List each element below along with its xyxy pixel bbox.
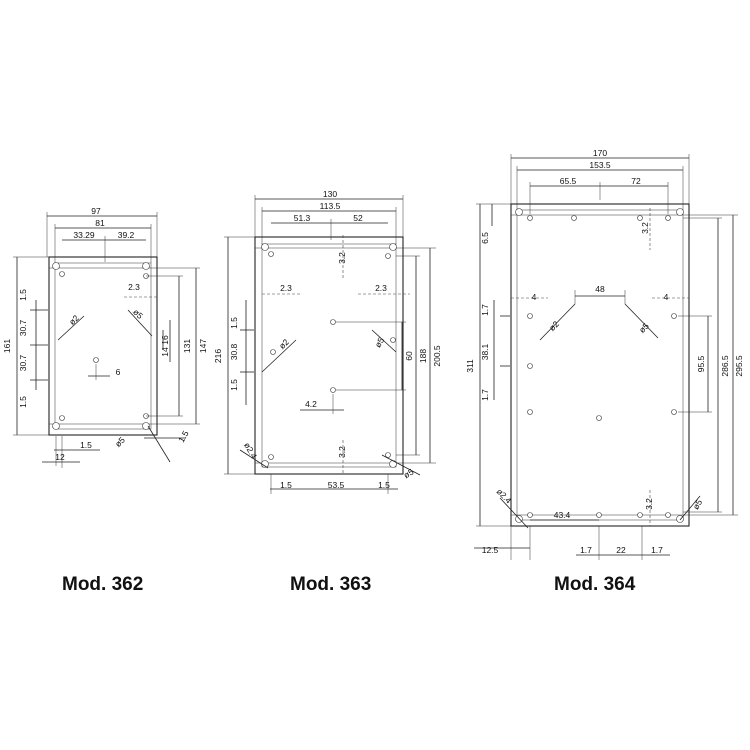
dim-height-overall: 161 — [2, 339, 12, 353]
dim-offset-left: 2.3 — [280, 283, 292, 293]
dim-offset-right: 2.3 — [375, 283, 387, 293]
dim-bottom-left: 1.5 — [280, 480, 292, 490]
mod-363-caption: Mod. 363 — [290, 574, 372, 595]
dim-side-1: 1.7 — [480, 304, 490, 316]
dim-side-3: 30.7 — [18, 354, 28, 371]
mounting-hole — [142, 422, 150, 430]
dim-side-1: 1.5 — [18, 289, 28, 301]
dim-hole-spacing-left: 33.29 — [73, 230, 95, 240]
dim-bottom-3-2: 3.2 — [644, 498, 654, 510]
dim-height-overall: 216 — [213, 349, 223, 363]
dim-bottom-22: 22 — [616, 545, 626, 555]
mod-362-outline — [48, 256, 158, 436]
mod-362-drawing: 97 81 33.29 39.2 2.3 161 147 131 16 14 6… — [2, 206, 208, 468]
dim-bottom-12-5: 12.5 — [482, 545, 499, 555]
dim-top-6-5: 6.5 — [480, 232, 490, 244]
dim-95-5: 95.5 — [696, 355, 706, 372]
dim-overall-width: 97 — [91, 206, 101, 216]
dim-hole-spacing-right: 72 — [631, 176, 641, 186]
dim-inner-width: 81 — [95, 218, 105, 228]
dim-bottom-3-2: 3.2 — [337, 446, 347, 458]
dim-inner-width: 113.5 — [320, 201, 341, 211]
dim-side-3: 1.7 — [480, 389, 490, 401]
dim-dia-2: ø2 — [67, 313, 81, 327]
dim-height-b: 131 — [182, 339, 192, 353]
mounting-hole — [676, 208, 684, 216]
mounting-hole — [142, 262, 150, 270]
dim-top-3-2: 3.2 — [337, 252, 347, 264]
dim-offset-left: 4 — [532, 292, 537, 302]
dim-overall-width: 170 — [593, 148, 607, 158]
dim-hole-spacing-right: 39.2 — [118, 230, 135, 240]
mod-364-caption: Mod. 364 — [554, 574, 636, 595]
center-hole — [93, 357, 99, 363]
dim-dia-5b: ø5 — [691, 497, 705, 511]
dim-height-a: 147 — [198, 339, 208, 353]
dim-side-4: 1.5 — [18, 396, 28, 408]
center-hole — [596, 415, 602, 421]
center-hole — [330, 319, 336, 325]
mounting-hole — [515, 208, 523, 216]
dim-bottom-right: 1.5 — [176, 429, 191, 444]
mod-363-drawing: 130 113.5 51.3 52 3.2 2.3 2.3 216 200.5 … — [213, 189, 442, 494]
dim-height-a: 295.5 — [734, 355, 744, 377]
mod-362-caption: Mod. 362 — [62, 574, 144, 595]
dim-hole-spacing-left: 51.3 — [294, 213, 311, 223]
dim-16: 16 — [160, 335, 170, 345]
dim-inner-width: 153.5 — [589, 160, 611, 170]
mounting-hole — [389, 460, 397, 468]
dim-height-b: 188 — [418, 349, 428, 363]
dim-overall-width: 130 — [323, 189, 337, 199]
dim-side-3: 1.5 — [229, 379, 239, 391]
dim-side-1: 1.5 — [229, 317, 239, 329]
dim-bottom-mid: 53.5 — [328, 480, 345, 490]
dim-dia-5: ø5 — [373, 335, 387, 349]
dim-side-2: 38.1 — [480, 343, 490, 360]
dim-hole-spacing-right: 52 — [353, 213, 363, 223]
dim-height-b: 286.5 — [720, 355, 730, 377]
dim-43-4: 43.4 — [554, 510, 571, 520]
mounting-hole — [676, 515, 684, 523]
mounting-hole — [52, 422, 60, 430]
dim-6: 6 — [116, 367, 121, 377]
mounting-hole — [261, 243, 269, 251]
dim-bottom-right: 1.5 — [378, 480, 390, 490]
dim-hole-spacing-left: 65.5 — [560, 176, 577, 186]
dim-dia-5a: ø5 — [131, 307, 145, 321]
dim-dia-5b: ø5 — [402, 466, 416, 480]
dim-48: 48 — [595, 284, 605, 294]
dim-14: 14 — [160, 347, 170, 357]
dim-60: 60 — [404, 351, 414, 361]
dim-offset-right: 4 — [664, 292, 669, 302]
dim-height-a: 200.5 — [432, 345, 442, 367]
dim-bottom-1-7b: 1.7 — [651, 545, 663, 555]
dim-bottom-1-7a: 1.7 — [580, 545, 592, 555]
dim-dia-5: ø5 — [637, 321, 651, 335]
dim-offset: 2.3 — [128, 282, 140, 292]
mod-364-outline — [510, 203, 690, 527]
center-hole — [330, 387, 336, 393]
mod-363-outline — [254, 236, 404, 475]
dim-side-2: 30.8 — [229, 343, 239, 360]
dim-top-3-2: 3.2 — [640, 222, 650, 234]
dim-bottom-12: 12 — [55, 452, 65, 462]
mounting-hole — [389, 243, 397, 251]
mounting-hole — [52, 262, 60, 270]
dim-dia-2-4: ø2.4 — [242, 441, 259, 461]
dim-height-overall: 311 — [465, 359, 475, 373]
mod-364-drawing: 170 153.5 65.5 72 6.5 3.2 48 4 4 311 295… — [465, 148, 744, 560]
dim-bottom-left: 1.5 — [80, 440, 92, 450]
dim-side-2: 30.7 — [18, 319, 28, 336]
dim-4-2: 4.2 — [305, 399, 317, 409]
dim-dia-2: ø2 — [277, 337, 291, 351]
dim-dia-5b: ø5 — [113, 435, 127, 449]
